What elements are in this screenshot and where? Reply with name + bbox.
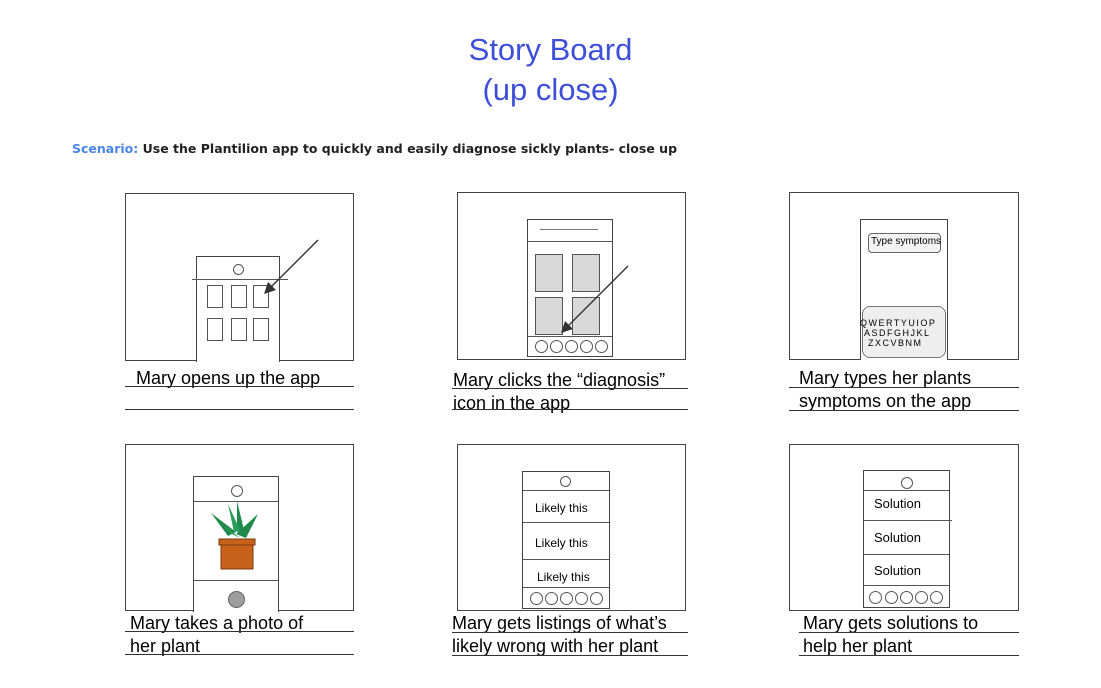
panel-3-caption-line-1: Mary types her plants [799, 368, 972, 388]
panel-1-app-icon [231, 318, 247, 341]
panel-3-symptoms-input[interactable] [868, 233, 941, 253]
panel-4-caption-underline [125, 631, 354, 632]
panel-5-divider [523, 490, 609, 491]
panel-3-caption-underline [789, 410, 1019, 411]
panel-2-header-line [540, 229, 598, 230]
panel-5-caption-line-2: likely wrong with her plant [452, 636, 659, 656]
panel-2-arrow [561, 265, 629, 333]
scenario-label: Scenario: [72, 141, 139, 156]
panel-5-top-circle [560, 476, 571, 487]
panel-5-divider [523, 559, 609, 560]
panel-2-nav-circle [565, 340, 578, 353]
panel-6-divider [864, 490, 949, 491]
panel-5-nav-circle [545, 592, 558, 605]
panel-6-caption-line-2: help her plant [803, 636, 913, 656]
panel-1-app-icon [207, 318, 223, 341]
panel-5-nav-divider [523, 587, 609, 588]
shutter-button[interactable] [228, 591, 245, 608]
page-title: Story Board [468, 32, 633, 67]
panel-5-phone [522, 471, 610, 609]
panel-5-caption-underline [452, 655, 688, 656]
panel-6-nav-circle [885, 591, 898, 604]
panel-6-nav-divider [864, 585, 949, 586]
panel-5-nav-circle [590, 592, 603, 605]
panel-1-app-icon [231, 285, 247, 308]
panel-6-solution-item[interactable]: Solution [874, 496, 921, 511]
panel-5-list-item[interactable]: Likely this [537, 570, 590, 584]
panel-2-nav-circle [595, 340, 608, 353]
panel-1-caption-underline [125, 386, 354, 387]
panel-6-divider [864, 554, 949, 555]
panel-4-caption-line-2: her plant [130, 636, 201, 656]
panel-5-nav-circle [530, 592, 543, 605]
panel-4-caption-underline [125, 654, 354, 655]
panel-3-keyboard-row-1: QWERTYUIOP [860, 318, 937, 328]
panel-6-divider [864, 520, 952, 521]
panel-2-tile [572, 297, 600, 335]
panel-2-tile [535, 254, 563, 292]
panel-5-list-item[interactable]: Likely this [535, 501, 588, 515]
panel-6-caption-underline [799, 655, 1019, 656]
panel-4-caption-line-1: Mary takes a photo of [130, 613, 304, 633]
panel-3-keyboard[interactable] [862, 306, 946, 358]
panel-3-caption-underline [789, 387, 1019, 388]
panel-6-solution-item[interactable]: Solution [874, 563, 921, 578]
panel-4-bottom-divider [194, 580, 278, 581]
panel-5-caption-underline [452, 632, 688, 633]
panel-6-nav-circle [900, 591, 913, 604]
panel-4-camera-circle [231, 485, 243, 497]
panel-1-arrow [264, 239, 319, 294]
panel-1-caption-underline [125, 409, 354, 410]
panel-1-divider [192, 279, 288, 280]
panel-5-list-item[interactable]: Likely this [535, 536, 588, 550]
panel-6-nav-circle [915, 591, 928, 604]
panel-2-tile [572, 254, 600, 292]
panel-3-keyboard-row-3: ZXCVBNM [868, 338, 923, 348]
scenario-description: Use the Plantilion app to quickly and ea… [142, 141, 678, 156]
panel-2-caption-line-1: Mary clicks the “diagnosis” [453, 370, 666, 390]
panel-6-caption-underline [799, 632, 1019, 633]
panel-3-keyboard-row-2: ASDFGHJKL [864, 328, 931, 338]
panel-2-caption-underline [452, 388, 688, 389]
panel-2-nav-circle [580, 340, 593, 353]
panel-2-nav-divider [528, 336, 612, 337]
panel-1-home-circle [233, 264, 244, 275]
panel-3-caption-line-2: symptoms on the app [799, 391, 972, 411]
panel-6-solution-item[interactable]: Solution [874, 530, 921, 545]
panel-2-nav-circle [550, 340, 563, 353]
panel-5-nav-circle [575, 592, 588, 605]
panel-1-app-icon [253, 318, 269, 341]
panel-6-nav-circle [930, 591, 943, 604]
panel-1-caption-line-1: Mary opens up the app [136, 368, 321, 388]
panel-6-caption-line-1: Mary gets solutions to [803, 613, 979, 633]
plant-icon [211, 501, 258, 570]
panel-2-caption-underline [452, 409, 688, 410]
panel-3-symptoms-input-text: Type symptoms [871, 236, 942, 247]
panel-2-caption-line-2: icon in the app [453, 393, 571, 413]
panel-5-caption-line-1: Mary gets listings of what’s [452, 613, 667, 633]
page-subtitle: (up close) [482, 72, 619, 107]
panel-6-top-circle [901, 477, 913, 489]
panel-2-tile [535, 297, 563, 335]
panel-5-nav-circle [560, 592, 573, 605]
scenario-text: Scenario: Use the Plantilion app to quic… [72, 141, 677, 156]
panel-6-nav-circle [869, 591, 882, 604]
panel-2-header-line [528, 241, 612, 242]
panel-5-divider [523, 522, 609, 523]
panel-2-nav-circle [535, 340, 548, 353]
panel-4-top-divider [194, 501, 278, 502]
panel-1-app-icon [253, 285, 269, 308]
panel-1-app-icon [207, 285, 223, 308]
